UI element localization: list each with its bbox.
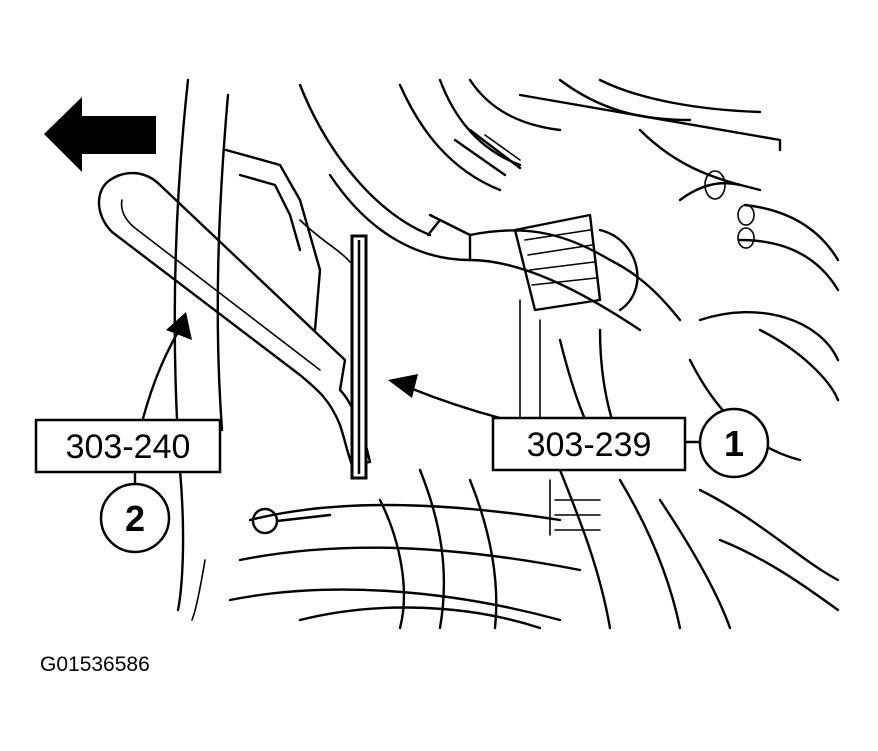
callout-2: 303-240 2 bbox=[34, 418, 222, 554]
callout-circle-1 bbox=[698, 407, 770, 479]
callout-circle-2 bbox=[99, 482, 171, 554]
left-arrow-icon bbox=[44, 97, 156, 172]
tool-303-239-rod bbox=[350, 234, 368, 480]
tool-label-303-240: 303-240 bbox=[66, 428, 191, 466]
callout-1: 303-239 1 bbox=[491, 407, 770, 479]
tool-label-303-239: 303-239 bbox=[527, 426, 652, 464]
tool-303-240-handle bbox=[97, 171, 372, 467]
figure-id: G01536586 bbox=[40, 653, 150, 676]
tool-label-box-303-240 bbox=[34, 418, 222, 474]
callout-number-1: 1 bbox=[724, 423, 744, 464]
tool-label-box-303-239 bbox=[491, 416, 687, 472]
leader-303-239 bbox=[388, 374, 702, 444]
callout-number-2: 2 bbox=[125, 498, 145, 539]
